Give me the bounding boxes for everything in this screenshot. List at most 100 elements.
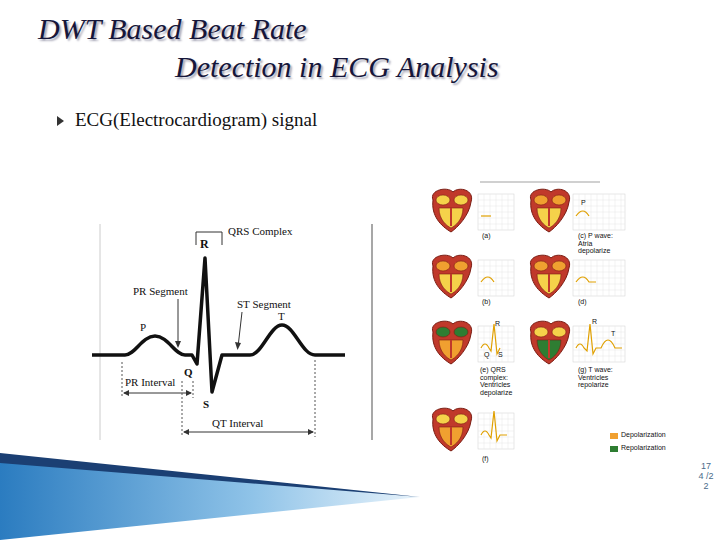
mini-wave-letter: S <box>498 351 503 359</box>
heart-atrium <box>436 414 450 424</box>
grid-line <box>478 284 514 285</box>
leader-line <box>178 299 179 346</box>
grid-line <box>573 338 625 339</box>
ecg-grid <box>478 194 514 230</box>
title-line: DWT Based Beat Rate <box>38 12 307 45</box>
heart-wall <box>530 321 569 364</box>
grid-line <box>478 206 514 207</box>
ecg-grid <box>573 194 625 230</box>
heart-atrium <box>436 195 450 205</box>
waveform-label: PR Segment <box>133 285 188 298</box>
arrow-head <box>123 390 129 396</box>
grid-line <box>478 332 514 333</box>
panel-letter: (a) <box>482 232 491 240</box>
heart-ventricle <box>537 340 561 360</box>
arrow-head <box>235 342 241 350</box>
interval-tick <box>193 381 194 398</box>
heart-septum <box>548 208 550 226</box>
legend-swatch <box>610 446 618 452</box>
waveform-label: QRS Complex <box>228 225 292 238</box>
grid-line <box>478 224 514 225</box>
grid-line <box>573 266 625 267</box>
grid-line <box>573 272 625 273</box>
panel-letter: (d) <box>578 298 587 306</box>
grid-line <box>478 218 514 219</box>
heart-illustration <box>432 408 471 451</box>
grid-line <box>478 200 514 201</box>
grid-line <box>573 218 625 219</box>
heart-atrium <box>454 261 468 271</box>
wave-letter: S <box>203 398 209 411</box>
wave-letter: Q <box>184 366 193 379</box>
wave-letter: R <box>200 238 209 252</box>
heart-wall <box>432 408 471 451</box>
legend-swatch <box>610 433 618 439</box>
heart-illustration <box>432 255 471 298</box>
heart-illustration <box>530 255 569 298</box>
panel-caption: (e) QRS complex: Ventricles depolarize <box>480 366 526 397</box>
arrow-head <box>186 390 192 396</box>
ecg-trace <box>481 411 507 441</box>
grid-line <box>573 224 625 225</box>
heart-atrium <box>534 327 548 337</box>
grid-line <box>478 272 514 273</box>
heart-atrium <box>534 195 548 205</box>
heart-illustration <box>432 189 471 232</box>
mini-wave-letter: T <box>611 330 615 338</box>
heart-ventricle <box>439 274 463 294</box>
heart-illustration <box>530 321 569 364</box>
mini-wave-letter: Q <box>484 351 489 359</box>
ecg-trace <box>481 215 491 216</box>
heart-septum <box>450 427 452 445</box>
ecg-trace <box>481 324 500 354</box>
ecg-trace <box>576 211 589 216</box>
heart-illustration <box>432 321 471 364</box>
mini-wave-letter: R <box>592 318 597 326</box>
interval-line <box>124 393 191 394</box>
ecg-grid <box>573 260 625 296</box>
grid-line <box>573 290 625 291</box>
heart-wall <box>530 255 569 298</box>
title-line: Detection in ECG Analysis <box>38 48 658 86</box>
ecg-trace <box>481 277 494 282</box>
panel-edge <box>100 224 101 440</box>
leader-line <box>238 312 242 347</box>
arrow-head <box>183 429 189 435</box>
grid-line <box>478 419 514 420</box>
corner-stripe <box>0 453 420 497</box>
bullet-text: ECG(Electrocardiogram) signal <box>75 109 317 131</box>
heart-atrium <box>552 327 566 337</box>
waveform-label: ST Segment <box>237 298 291 311</box>
panel-letter: (f) <box>482 455 489 463</box>
heart-septum <box>548 340 550 358</box>
heart-ventricle <box>537 208 561 228</box>
grid-line <box>573 206 625 207</box>
heart-atrium <box>454 195 468 205</box>
heart-ventricle <box>439 427 463 447</box>
grid-line <box>478 212 514 213</box>
legend-text: Repolarization <box>621 444 666 452</box>
heart-wall <box>530 189 569 232</box>
heart-septum <box>450 340 452 358</box>
figure-credit-strip <box>480 181 600 183</box>
ecg-trace <box>576 277 596 282</box>
panel-letter: (b) <box>482 298 491 306</box>
heart-atrium <box>454 414 468 424</box>
grid-line <box>478 290 514 291</box>
heart-septum <box>450 274 452 292</box>
bullet-arrow <box>57 116 64 126</box>
waveform-label: QT Interval <box>212 417 263 430</box>
heart-ventricle <box>537 274 561 294</box>
interval-tick <box>122 362 123 398</box>
slide-title: DWT Based Beat Rate Detection in ECG Ana… <box>38 10 658 86</box>
heart-illustration <box>530 189 569 232</box>
heart-atrium <box>436 261 450 271</box>
interval-tick <box>315 360 316 437</box>
ecg-waveform <box>92 258 345 392</box>
mini-wave-letter: P <box>581 199 586 207</box>
ecg-grid <box>478 260 514 296</box>
wave-letter: T <box>278 310 285 323</box>
waveform-label: PR Interval <box>125 376 175 389</box>
panel-caption: (c) P wave: Atria depolarize <box>578 232 624 255</box>
